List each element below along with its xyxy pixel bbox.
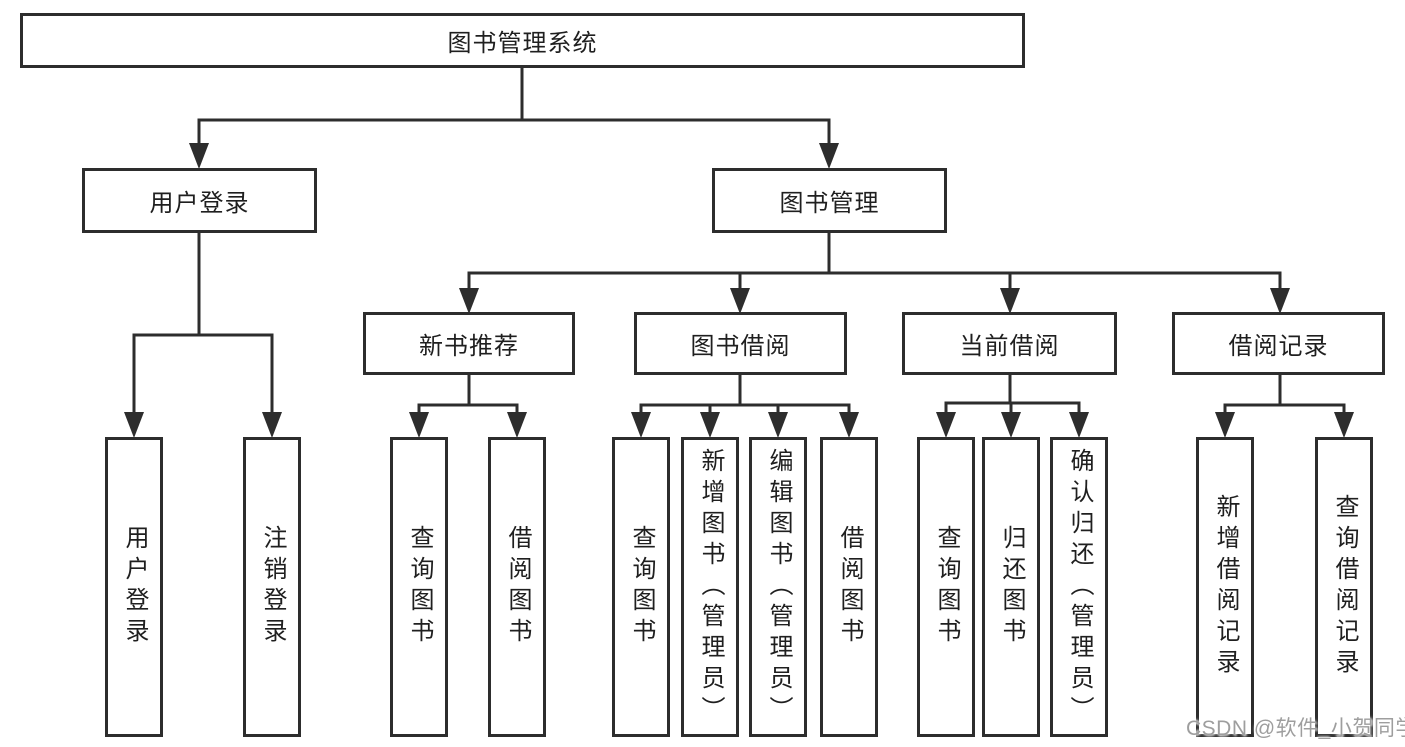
leaf-user-login: 用户登录 — [105, 437, 163, 737]
leaf-query-book-borrow: 查询图书 — [612, 437, 670, 737]
leaf-add-book-admin: 新增图书（管理员） — [681, 437, 739, 737]
node-book-management-label: 图书管理 — [779, 190, 880, 217]
node-book-borrow: 图书借阅 — [634, 312, 847, 375]
leaf-query-book-current: 查询图书 — [917, 437, 975, 737]
node-book-borrow-label: 图书借阅 — [690, 333, 791, 360]
node-root: 图书管理系统 — [20, 13, 1025, 68]
leaf-confirm-return-admin: 确认归还（管理员） — [1050, 437, 1108, 737]
node-user-login: 用户登录 — [82, 168, 317, 233]
leaf-query-borrow-record: 查询借阅记录 — [1315, 437, 1373, 737]
leaf-edit-book-admin: 编辑图书（管理员） — [749, 437, 807, 737]
csdn-watermark: CSDN @软件_小贺同学 — [1186, 717, 1405, 740]
node-book-management: 图书管理 — [712, 168, 947, 233]
node-new-book-recommend-label: 新书推荐 — [419, 333, 519, 360]
leaf-borrow-book-recommend: 借阅图书 — [488, 437, 546, 737]
node-user-login-label: 用户登录 — [149, 190, 250, 217]
node-current-borrow: 当前借阅 — [902, 312, 1117, 375]
leaf-return-book: 归还图书 — [982, 437, 1040, 737]
leaf-logout-login: 注销登录 — [243, 437, 301, 737]
node-current-borrow-label: 当前借阅 — [959, 333, 1060, 360]
leaf-borrow-book: 借阅图书 — [820, 437, 878, 737]
node-borrow-records: 借阅记录 — [1172, 312, 1385, 375]
leaf-add-borrow-record: 新增借阅记录 — [1196, 437, 1254, 737]
node-new-book-recommend: 新书推荐 — [363, 312, 575, 375]
node-borrow-records-label: 借阅记录 — [1228, 333, 1329, 360]
leaf-query-book-recommend: 查询图书 — [390, 437, 448, 737]
node-root-label: 图书管理系统 — [447, 30, 598, 57]
